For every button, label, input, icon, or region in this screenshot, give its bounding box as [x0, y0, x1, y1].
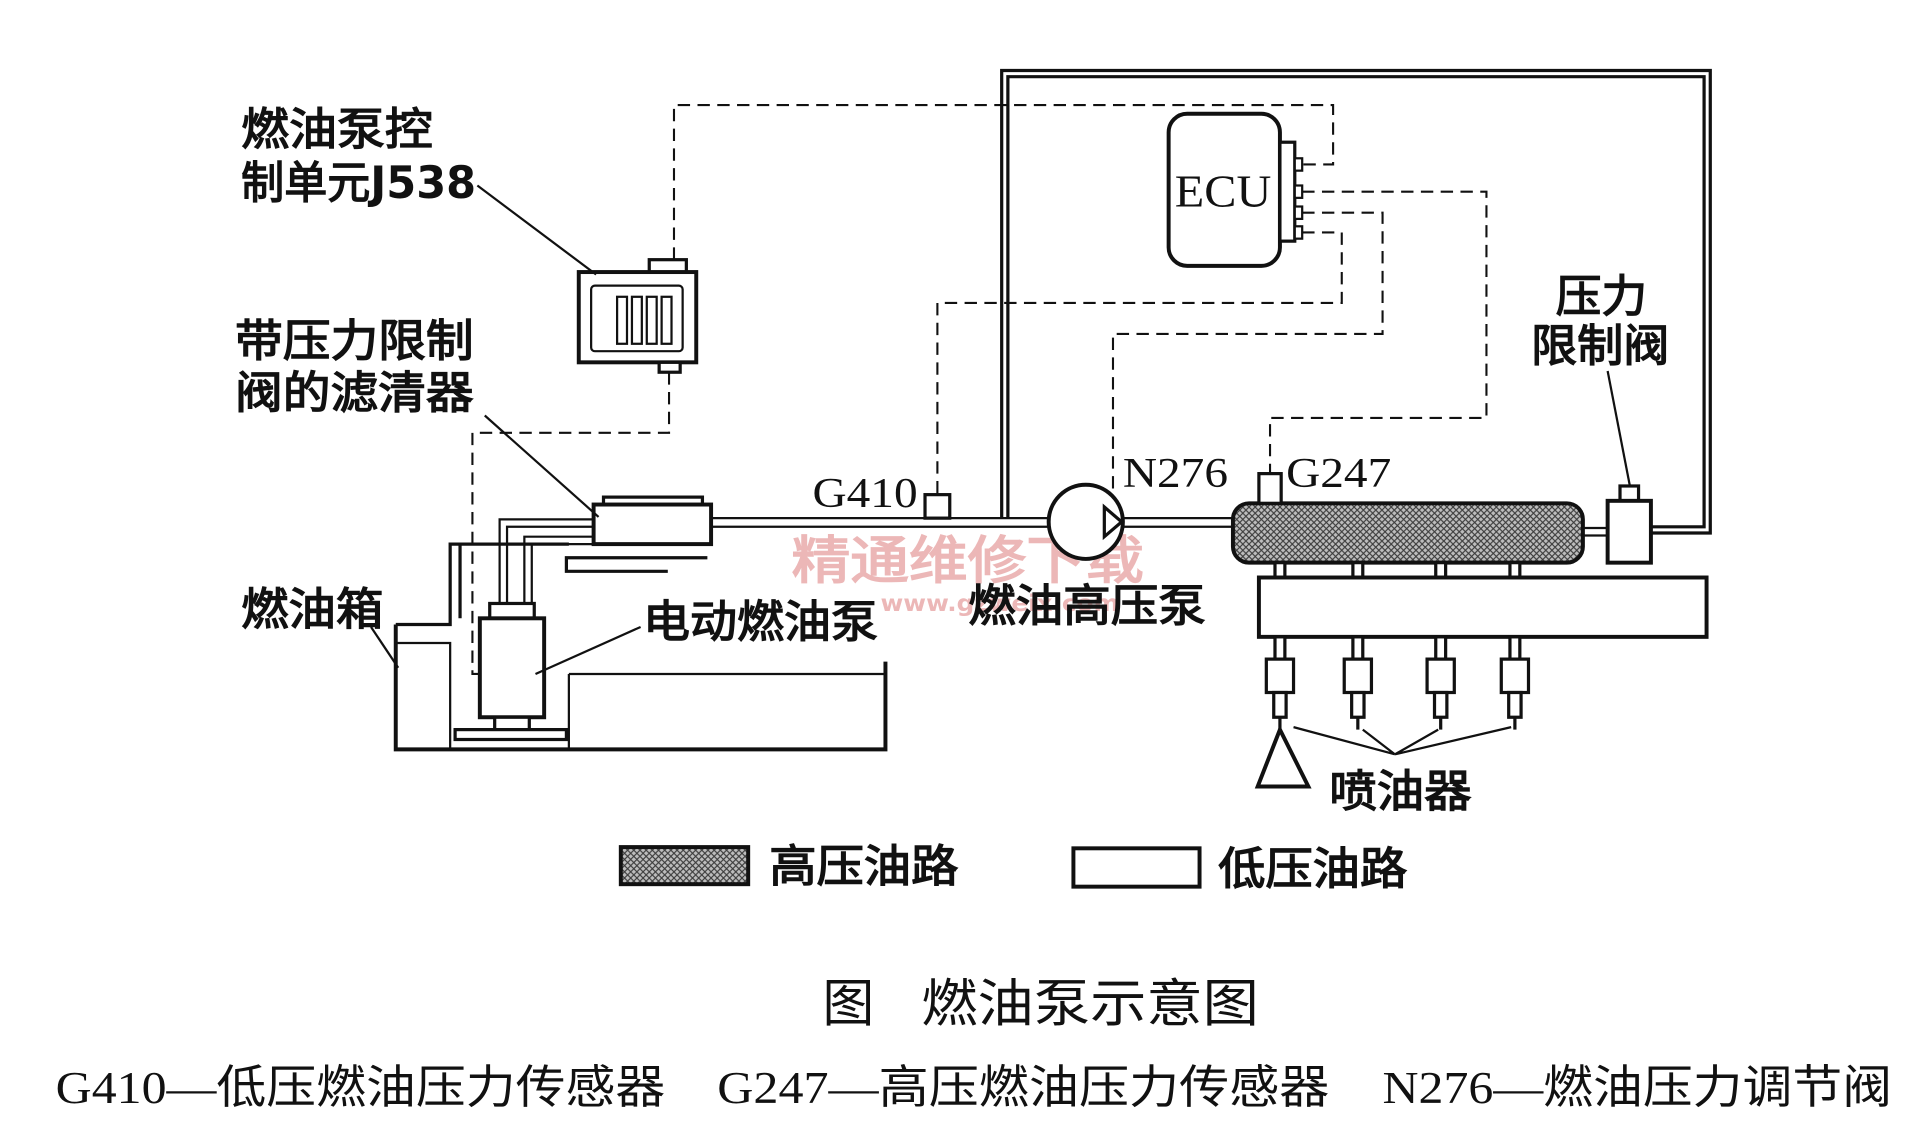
g410-sensor: [923, 493, 952, 520]
fuel-spray: [1254, 724, 1312, 789]
legend-swatch-low-pressure: [1071, 846, 1202, 889]
legend-label-high-pressure: 高压油路: [769, 842, 959, 893]
legend: 高压油路 低压油路: [618, 842, 1408, 895]
wire-ecu-to-g247: [1268, 190, 1488, 474]
label-electric-fuel-pump: 电动燃油泵: [643, 597, 878, 648]
injector: [1264, 635, 1296, 730]
label-injectors: 喷油器: [1329, 766, 1472, 817]
label-n276: N276: [1123, 451, 1228, 497]
label-control-unit-line1: 燃油泵控: [241, 105, 433, 156]
low-pressure-line: [711, 493, 1049, 528]
fuel-pump-control-unit: [576, 258, 699, 374]
watermark-url: www.gzweix.com: [881, 589, 1120, 617]
injector: [1499, 635, 1531, 730]
label-g247: G247: [1286, 451, 1391, 497]
label-pressure-limiting-valve-line1: 压力: [1556, 272, 1648, 323]
label-fuel-tank: 燃油箱: [241, 584, 383, 635]
label-control-unit-line2: 制单元J538: [241, 158, 476, 209]
control-wiring: [471, 104, 1488, 676]
ecu: ECU: [1166, 111, 1304, 268]
label-g410: G410: [812, 471, 917, 517]
wire-ecu-to-g410: [936, 231, 1343, 495]
fuel-rail: [1230, 472, 1585, 565]
high-pressure-feed: [1122, 517, 1233, 528]
high-pressure-pump: [1046, 482, 1125, 561]
wire-j538-to-ecu: [672, 104, 1335, 260]
note-g247: G247—高压燃油压力传感器: [717, 1062, 1329, 1113]
label-high-pressure-pump: 燃油高压泵: [968, 581, 1206, 632]
labels: 燃油泵控 制单元J538 带压力限制 阀的滤清器 燃油箱 电动燃油泵 燃油高压泵…: [235, 105, 1669, 818]
injector: [1342, 635, 1374, 730]
figure-title: 燃油泵示意图: [921, 976, 1259, 1033]
leader-lines: [370, 184, 1631, 756]
ecu-label: ECU: [1175, 166, 1271, 217]
electric-fuel-pump: [453, 601, 569, 742]
figure-label: 图: [822, 976, 874, 1033]
injector-block: [1256, 561, 1709, 639]
note-g410: G410—低压燃油压力传感器: [56, 1062, 666, 1113]
fuel-filter: [591, 495, 714, 547]
wire-ecu-to-n276: [1111, 211, 1384, 491]
injector: [1425, 635, 1456, 730]
pump-to-filter-tubes: [498, 518, 594, 604]
caption: 图 燃油泵示意图 G410—低压燃油压力传感器 G247—高压燃油压力传感器 N…: [56, 976, 1892, 1113]
wire-j538-to-electric-pump: [471, 372, 671, 676]
legend-swatch-high-pressure: [618, 845, 751, 887]
fuel-return-line: [1000, 68, 1712, 535]
note-n276: N276—燃油压力调节阀: [1383, 1062, 1892, 1113]
label-filter-line2: 阀的滤清器: [235, 368, 474, 419]
label-filter-line1: 带压力限制: [235, 316, 474, 367]
legend-label-low-pressure: 低压油路: [1218, 844, 1408, 895]
injectors: [1254, 635, 1531, 789]
fuel-tank: [393, 542, 888, 752]
label-pressure-limiting-valve-line2: 限制阀: [1531, 321, 1670, 372]
g247-sensor: [1257, 472, 1283, 505]
